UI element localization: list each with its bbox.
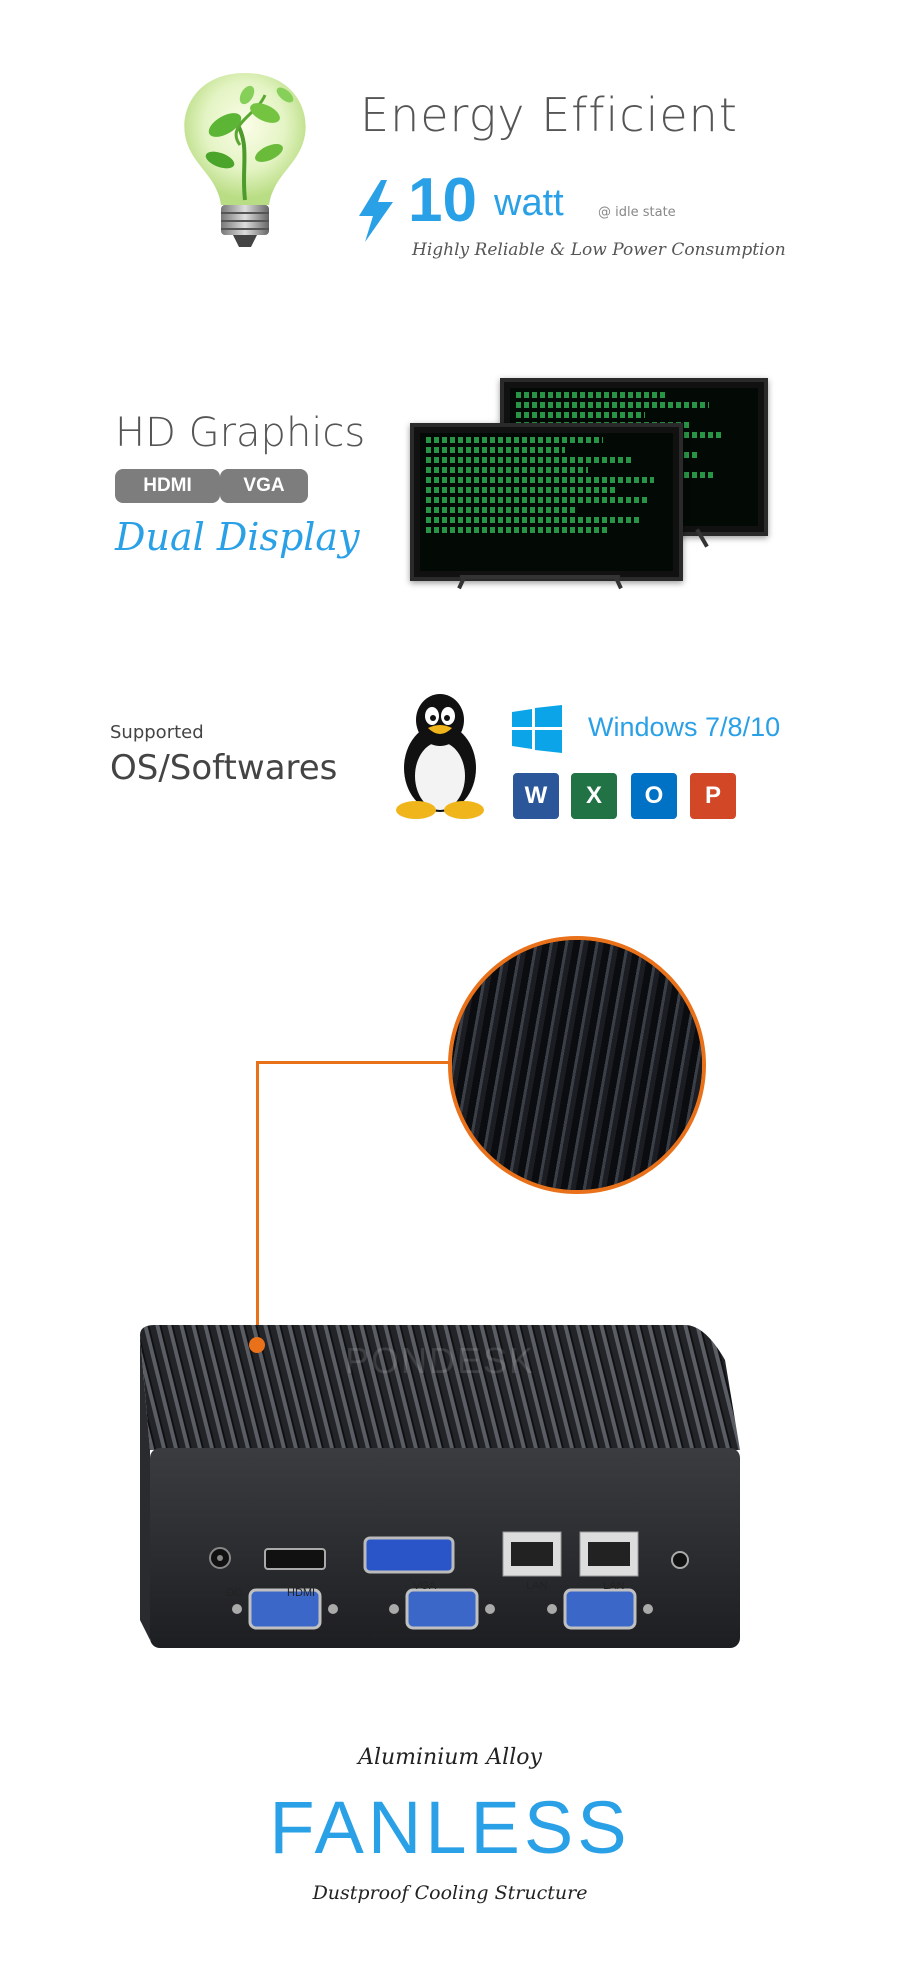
product-watermark: PONDESK [345,1340,536,1381]
vga-badge: VGA [220,469,308,503]
power-value: 10 [408,166,477,235]
hdmi-badge: HDMI [115,469,220,503]
heatsink-zoom-circle [448,936,706,1194]
port-label-com-1: COM [373,1628,399,1640]
energy-subtitle: Highly Reliable & Low Power Consumption [412,240,786,260]
dual-monitor-icon [410,378,770,593]
powerpoint-icon: P [690,773,736,819]
mini-pc-product-image [125,1300,765,1680]
fanless-headline: FANLESS [269,1786,631,1869]
fanless-subtitle: Dustproof Cooling Structure [312,1882,588,1904]
callout-line-vertical [256,1061,259,1346]
dual-display-label: Dual Display [115,515,360,559]
os-softwares-label: OS/Softwares [110,748,338,788]
leaf-bulb-icon [165,65,325,255]
lightning-bolt-icon [359,180,393,242]
power-unit: watt [494,182,564,224]
word-icon: W [513,773,559,819]
port-label-hdmi: HDMI [287,1587,316,1599]
callout-dot [249,1337,265,1353]
callout-line-horizontal [256,1061,452,1064]
power-note: @ idle state [598,205,676,220]
excel-icon: X [571,773,617,819]
material-label: Aluminium Alloy [358,1745,542,1770]
supported-label: Supported [110,722,204,743]
port-label-com-2: COM [530,1628,556,1640]
port-label-dc: DC [226,1587,242,1599]
port-label-vga: VGA [413,1580,437,1592]
linux-penguin-icon [390,688,490,820]
outlook-icon: O [631,773,677,819]
port-label-lan-1: LAN [526,1580,548,1592]
graphics-title: HD Graphics [115,410,366,456]
windows-logo-icon [512,705,562,753]
energy-title: Energy Efficient [360,88,738,142]
windows-version-label: Windows 7/8/10 [588,712,781,742]
monitor-front [410,423,683,581]
port-label-lan-2: LAN [603,1580,625,1592]
